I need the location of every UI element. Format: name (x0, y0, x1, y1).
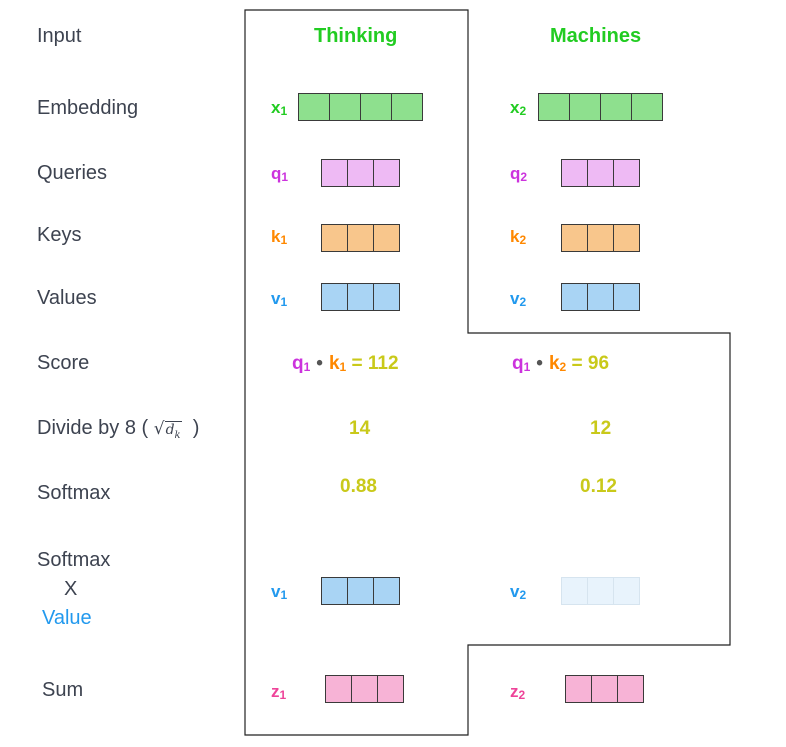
weighted-value-vector-v1 (321, 577, 400, 605)
k2-label: k2 (510, 227, 527, 247)
row-label-keys: Keys (37, 224, 82, 246)
row-label-sum: Sum (42, 679, 84, 701)
row-label-softmax-times-value-3: Value (42, 607, 92, 629)
embedding-vector-x1 (298, 93, 423, 121)
value-vector-v2 (561, 283, 640, 311)
k1-label: k1 (271, 227, 288, 247)
sqrt-dk-formula: √dk (153, 419, 182, 441)
weighted-value-vector-v2 (561, 577, 640, 605)
q1-label: q1 (271, 164, 289, 184)
row-label-queries: Queries (37, 162, 108, 184)
score-expression-2: q1•k2 = 96 (512, 353, 610, 374)
output-vector-z2 (565, 675, 644, 703)
score-value-1: 112 (367, 353, 399, 374)
divide-close-paren: ) (192, 417, 200, 439)
x2-label: x2 (510, 98, 527, 118)
weighted-v2-label: v2 (510, 582, 527, 602)
q2-label: q2 (510, 164, 528, 184)
softmax-value-1: 0.88 (340, 476, 377, 497)
word-machines: Machines (550, 25, 642, 47)
scaled-score-2: 12 (590, 418, 612, 439)
row-label-score: Score (37, 352, 90, 374)
v1-label: v1 (271, 289, 288, 309)
divide-text: Divide by 8 ( (37, 417, 149, 439)
score-expression-1: q1•k1 = 112 (292, 353, 399, 374)
softmax-value-2: 0.12 (580, 476, 617, 497)
query-vector-q2 (561, 159, 640, 187)
score-value-2: 96 (587, 353, 610, 374)
embedding-vector-x2 (538, 93, 663, 121)
row-label-values: Values (37, 287, 97, 309)
weighted-v1-label: v1 (271, 582, 288, 602)
row-label-divide: Divide by 8 ( √dk ) (37, 417, 199, 441)
output-vector-z1 (325, 675, 404, 703)
row-label-softmax-times-value-1: Softmax (37, 549, 111, 571)
v2-label: v2 (510, 289, 527, 309)
row-label-softmax: Softmax (37, 482, 111, 504)
x1-label: x1 (271, 98, 288, 118)
value-vector-v1 (321, 283, 400, 311)
z1-label: z1 (271, 682, 287, 702)
key-vector-k1 (321, 224, 400, 252)
z2-label: z2 (510, 682, 526, 702)
row-label-softmax-times-value-2: X (64, 578, 78, 600)
scaled-score-1: 14 (349, 418, 371, 439)
row-label-embedding: Embedding (37, 97, 139, 119)
key-vector-k2 (561, 224, 640, 252)
row-label-input: Input (37, 25, 82, 47)
query-vector-q1 (321, 159, 400, 187)
word-thinking: Thinking (314, 25, 398, 47)
